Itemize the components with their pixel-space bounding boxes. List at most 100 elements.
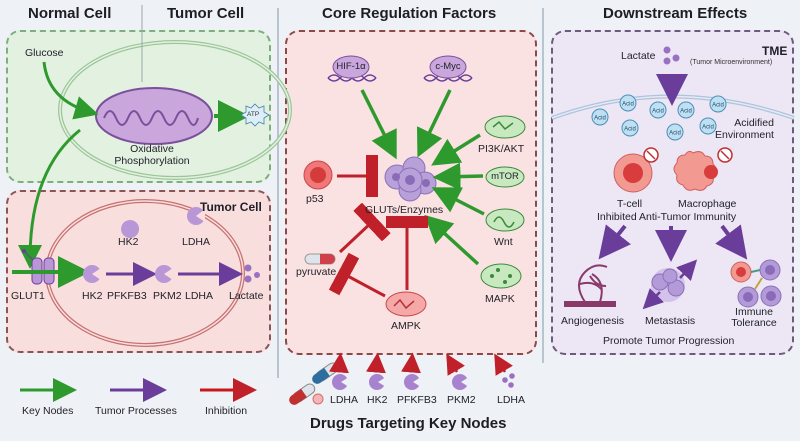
drug-inhibitor-arrow bbox=[494, 353, 513, 376]
p53-cell-icon bbox=[303, 160, 333, 190]
pi3k-label: PI3K/AKT bbox=[478, 143, 525, 155]
acid-bubble: Acid bbox=[709, 95, 727, 113]
acidified-line2: Environment bbox=[715, 129, 774, 141]
oxphos-label: Oxidative Phosphorylation bbox=[97, 143, 207, 167]
tme-full-label: (Tumor Microenvironment) bbox=[690, 59, 773, 66]
drug-pill-icon bbox=[312, 393, 324, 405]
header-tumor-cell: Tumor Cell bbox=[167, 5, 245, 22]
drug-target-enzyme-icon bbox=[328, 352, 349, 390]
drug-inhibitor-arrow bbox=[446, 353, 465, 376]
acid-bubble: Acid bbox=[649, 101, 667, 119]
ldha-enzyme-icon-top bbox=[187, 207, 205, 225]
acid-label: Acid bbox=[624, 127, 636, 133]
arrow-cmyc bbox=[417, 89, 452, 158]
drug-inhibitor-arrow bbox=[400, 352, 421, 374]
arrow-glucose-glut1 bbox=[18, 128, 81, 269]
acid-label: Acid bbox=[594, 116, 606, 122]
drug-inhibitor-arrow bbox=[328, 352, 349, 374]
hif1a-dna-icon bbox=[327, 55, 377, 82]
angiogenesis-icon bbox=[564, 264, 616, 307]
mitochondrion-icon bbox=[95, 87, 213, 145]
wnt-icon bbox=[485, 208, 525, 232]
macrophage-label: Macrophage bbox=[678, 198, 737, 210]
mtor-icon bbox=[485, 166, 525, 188]
header-core-regulation: Core Regulation Factors bbox=[322, 5, 497, 22]
ldha-top-label: LDHA bbox=[182, 236, 211, 248]
arrow-to-immune-tolerance bbox=[715, 224, 748, 260]
tme-lactate-icon bbox=[663, 46, 680, 65]
drug-target-hk2: HK2 bbox=[367, 394, 388, 406]
normal-cell-membrane bbox=[58, 40, 292, 180]
acid-bubble: Acid bbox=[699, 117, 717, 135]
ampk-label: AMPK bbox=[391, 320, 421, 332]
glut-enzymes-label: GLUTs/Enzymes bbox=[365, 204, 444, 216]
drug-target-enzyme-icon bbox=[400, 352, 421, 390]
inhibited-immunity-label: Inhibited Anti-Tumor Immunity bbox=[597, 211, 737, 223]
pyruvate-label: pyruvate bbox=[296, 266, 337, 278]
arrow-wnt bbox=[431, 187, 485, 216]
pyruvate-capsule-icon bbox=[304, 253, 336, 265]
acid-label: Acid bbox=[622, 102, 634, 108]
acid-label: Acid bbox=[712, 103, 724, 109]
acid-bubble: Acid bbox=[677, 101, 695, 119]
arrow-mtor bbox=[432, 162, 484, 191]
immune-tolerance-icon bbox=[730, 259, 782, 308]
arrow-hif1a bbox=[360, 89, 397, 160]
acid-label: Acid bbox=[669, 131, 681, 137]
immune-tolerance-label: Immune Tolerance bbox=[724, 307, 784, 329]
drug-inhibitor-arrow bbox=[365, 352, 386, 374]
tumor-cell-title: Tumor Cell bbox=[200, 200, 262, 214]
drug-target-pfkfb3: PFKFB3 bbox=[397, 394, 437, 406]
tcell-icon bbox=[613, 147, 659, 193]
drug-targets-group bbox=[328, 352, 515, 390]
metastasis-icon bbox=[642, 259, 698, 310]
header-downstream-effects: Downstream Effects bbox=[603, 5, 748, 22]
pathway-hk2: HK2 bbox=[82, 290, 103, 302]
wnt-label: Wnt bbox=[494, 236, 513, 248]
oxphos-line2: Phosphorylation bbox=[114, 155, 190, 167]
cmyc-label: c-Myc bbox=[435, 61, 461, 72]
drug-target-enzyme-icon bbox=[365, 352, 386, 390]
mapk-icon bbox=[480, 263, 522, 289]
promote-progression-label: Promote Tumor Progression bbox=[603, 335, 735, 347]
arrow-mapk bbox=[424, 214, 480, 266]
lactate-molecules-icon bbox=[244, 264, 260, 283]
hk2-top-label: HK2 bbox=[118, 236, 139, 248]
drug-target-ldha-2: LDHA bbox=[497, 394, 526, 406]
pathway-ldha: LDHA bbox=[185, 290, 214, 302]
arrow-glucose-mito bbox=[42, 61, 99, 120]
legend-label-key-nodes: Key Nodes bbox=[22, 405, 74, 417]
oxphos-line1: Oxidative bbox=[130, 143, 174, 155]
inhibit-ampk-pyruvate bbox=[328, 252, 386, 298]
tme-lactate-label: Lactate bbox=[621, 50, 656, 62]
tcell-label: T-cell bbox=[617, 198, 643, 210]
glucose-label: Glucose bbox=[25, 47, 64, 59]
p53-label: p53 bbox=[306, 193, 324, 205]
tme-title: TME bbox=[762, 44, 788, 58]
acidified-label: Acidified Environment bbox=[715, 117, 774, 141]
hk2-enzyme-icon bbox=[83, 265, 101, 283]
acidified-line1: Acidified bbox=[734, 117, 774, 129]
drug-target-pkm2: PKM2 bbox=[447, 394, 476, 406]
header-normal-cell: Normal Cell bbox=[28, 5, 112, 22]
arrow-to-angiogenesis bbox=[598, 224, 631, 260]
metastasis-label: Metastasis bbox=[645, 315, 696, 327]
acid-bubble: Acid bbox=[621, 119, 639, 137]
angiogenesis-label: Angiogenesis bbox=[561, 315, 625, 327]
acid-label: Acid bbox=[652, 109, 664, 115]
glut1-label: GLUT1 bbox=[11, 290, 45, 302]
atp-icon bbox=[240, 103, 270, 127]
drug-target-ldha-1: LDHA bbox=[330, 394, 359, 406]
enzyme-cluster-icon bbox=[384, 156, 437, 202]
pathway-pfkfb3: PFKFB3 bbox=[107, 290, 147, 302]
drug-target-enzyme-icon bbox=[446, 353, 469, 390]
immune-line2: Tolerance bbox=[731, 317, 777, 329]
hif1a-label: HIF-1α bbox=[336, 61, 366, 72]
acid-bubble: Acid bbox=[619, 94, 637, 112]
drug-target-enzyme-icon bbox=[494, 353, 515, 388]
legend-label-inhibition: Inhibition bbox=[205, 405, 248, 417]
legend-label-tumor-processes: Tumor Processes bbox=[95, 405, 177, 417]
mapk-label: MAPK bbox=[485, 293, 515, 305]
header-drugs: Drugs Targeting Key Nodes bbox=[310, 415, 507, 432]
